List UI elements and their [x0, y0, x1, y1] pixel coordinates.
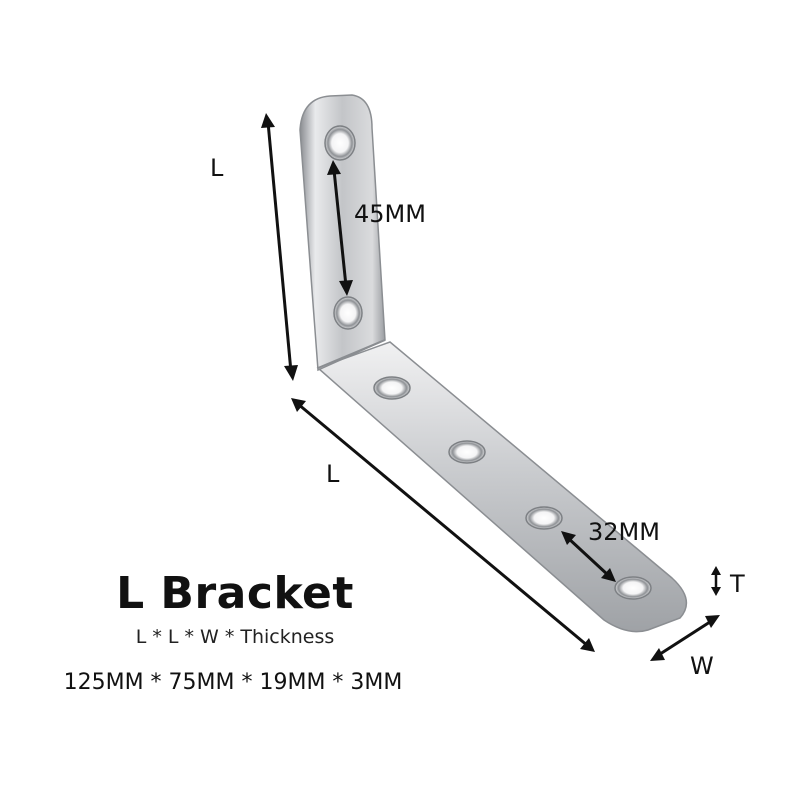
label-width: W	[690, 652, 714, 680]
label-length-horizontal: L	[326, 460, 340, 488]
dimension-arrow-length-horizontal	[291, 398, 595, 652]
label-thickness: T	[729, 570, 745, 598]
label-hole-spacing-horizontal: 32MM	[588, 518, 660, 546]
label-hole-spacing-vertical: 45MM	[354, 200, 426, 228]
mounting-hole	[614, 576, 652, 600]
dimension-formula: L * L * W * Thickness	[135, 626, 335, 648]
mounting-hole	[448, 440, 486, 464]
label-length-vertical: L	[210, 154, 224, 182]
dimension-arrow-length-vertical	[261, 113, 298, 381]
dimension-arrow-thickness	[711, 566, 721, 596]
mounting-hole	[525, 506, 563, 530]
mounting-hole	[333, 296, 363, 330]
product-title: L Bracket	[116, 568, 354, 619]
bracket-horizontal-leg	[316, 341, 688, 633]
dimension-arrow-hole-spacing-horizontal	[561, 531, 616, 582]
mounting-hole	[373, 376, 411, 400]
l-bracket-image	[299, 94, 688, 633]
bracket-vertical-leg	[299, 94, 386, 372]
mounting-hole	[324, 125, 356, 161]
dimension-arrow-hole-spacing-vertical	[327, 160, 353, 296]
dimension-values: 125MM * 75MM * 19MM * 3MM	[63, 670, 403, 695]
dimension-arrow-width	[650, 615, 720, 661]
